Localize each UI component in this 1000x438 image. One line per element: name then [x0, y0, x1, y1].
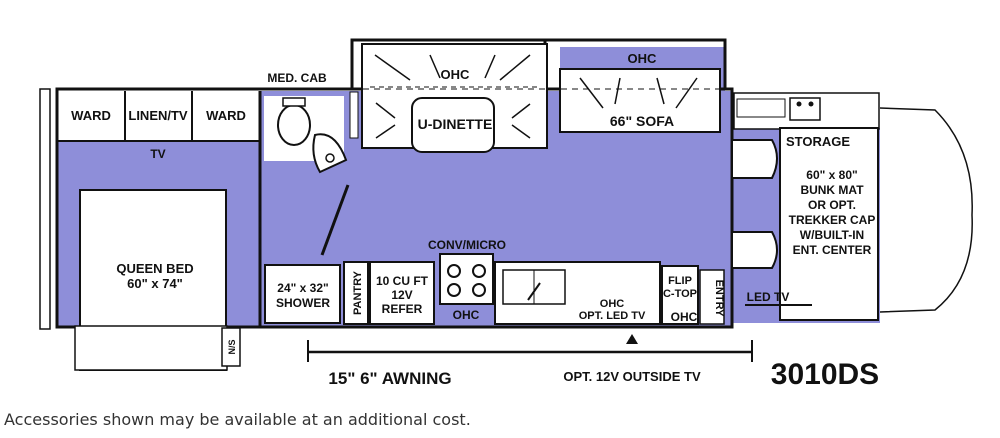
floor-plan: MED. CAB WARD LINEN/TV WARD TV QUEEN BED… — [39, 38, 973, 391]
sink-icon — [312, 133, 348, 174]
label-shower: SHOWER — [276, 296, 330, 310]
label-ns: N/S — [227, 339, 237, 354]
label-ohc-stove: OHC — [453, 308, 480, 322]
label-refer-2: 12V — [391, 288, 412, 302]
label-storage: STORAGE — [786, 134, 850, 149]
burner-icon — [447, 264, 461, 278]
cab-seat — [731, 139, 778, 179]
label-c-top: C-TOP — [663, 288, 697, 300]
dinette-table — [411, 97, 495, 153]
label-entry: ENTRY — [713, 280, 725, 318]
label-conv-micro: CONV/MICRO — [428, 238, 506, 252]
label-ohc-flip: OHC — [671, 310, 698, 324]
burner-icon — [447, 283, 461, 297]
stove — [439, 253, 494, 305]
label-bunk-6: ENT. CENTER — [793, 243, 872, 257]
sofa — [559, 68, 721, 133]
label-bunk-4: TREKKER CAP — [789, 213, 876, 227]
toilet-icon — [277, 104, 311, 146]
label-bunk-2: BUNK MAT — [800, 183, 864, 197]
label-bunk-3: OR OPT. — [808, 198, 856, 212]
entry — [699, 269, 725, 325]
cab-outline — [879, 107, 973, 313]
label-bunk-5: W/BUILT-IN — [800, 228, 864, 242]
burner-icon — [472, 283, 486, 297]
label-led-tv: LED TV — [747, 290, 790, 304]
cooktop-icon — [789, 97, 821, 121]
shower — [264, 264, 341, 324]
label-med-cab: MED. CAB — [267, 71, 327, 85]
label-flip: FLIP — [668, 275, 692, 287]
label-outside-tv: OPT. 12V OUTSIDE TV — [563, 369, 701, 384]
label-ohc-sofa: OHC — [628, 51, 658, 66]
knob-icon — [808, 101, 814, 107]
label-refer-1: 10 CU FT — [376, 274, 429, 288]
bath-door — [320, 184, 350, 256]
label-ward-left: WARD — [71, 108, 111, 123]
model-number: 3010DS — [771, 358, 879, 391]
label-ohc-tv: OHC — [600, 298, 625, 310]
burner-icon — [472, 264, 486, 278]
label-ward-right: WARD — [206, 108, 246, 123]
wardrobe-area — [57, 91, 260, 141]
knob-icon — [796, 101, 802, 107]
label-tv: TV — [150, 147, 165, 161]
label-queen-bed: QUEEN BED — [116, 261, 193, 276]
bunk-area — [779, 127, 879, 321]
label-sofa: 66" SOFA — [610, 113, 674, 129]
toilet-tank — [282, 97, 306, 107]
med-cab-shelf — [349, 91, 359, 139]
cab-seat — [731, 231, 778, 269]
rear-bumper — [39, 88, 51, 330]
outside-tv-marker-icon — [626, 334, 638, 344]
label-opt-led-tv: OPT. LED TV — [579, 310, 646, 322]
disclaimer-caption: Accessories shown may be available at an… — [4, 410, 471, 429]
sofa-seat-markings — [579, 77, 698, 109]
label-linen-tv: LINEN/TV — [128, 108, 188, 123]
label-pantry: PANTRY — [352, 270, 364, 315]
label-bunk-1: 60" x 80" — [806, 168, 857, 182]
flip-counter — [661, 265, 699, 325]
label-awning: 15" 6" AWNING — [328, 369, 451, 388]
bed-slide — [74, 325, 228, 371]
dinette-seat-markings — [374, 54, 531, 139]
refrigerator — [369, 261, 435, 325]
drain-icon — [325, 153, 335, 163]
label-ohc-dinette: OHC — [441, 67, 471, 82]
pantry — [343, 261, 369, 325]
faucet-icon — [527, 282, 541, 301]
label-bed-size: 60" x 74" — [127, 276, 183, 291]
cab-cabinet-inner — [736, 98, 786, 118]
nightstand — [221, 327, 241, 367]
label-refer-3: REFER — [382, 302, 423, 316]
label-u-dinette: U-DINETTE — [418, 116, 493, 132]
label-shower-size: 24" x 32" — [277, 281, 328, 295]
slideout-wall — [350, 38, 727, 89]
